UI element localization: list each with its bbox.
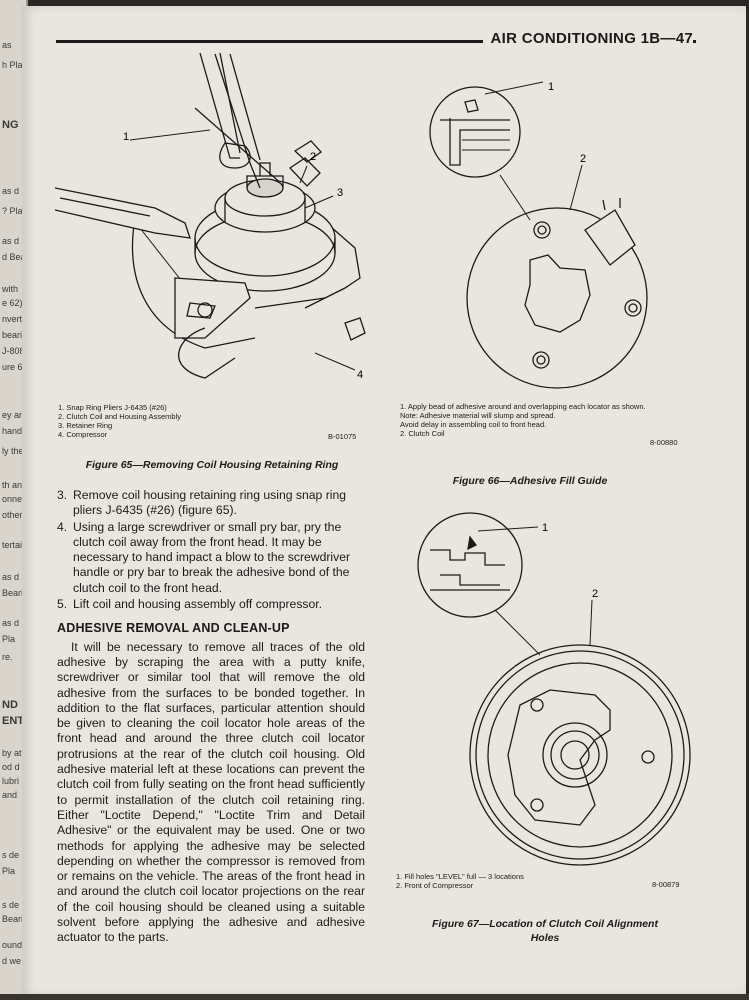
figure-67-code: 8-00879 xyxy=(652,880,680,889)
page-bottom-edge xyxy=(0,994,749,1000)
prev-page-text-fragment: as d xyxy=(2,618,20,628)
prev-page-text-fragment: lubri xyxy=(2,776,20,786)
prev-page-text-fragment: th an xyxy=(2,480,23,490)
fig66-callout-1: 1 xyxy=(548,81,554,93)
prev-page-text-fragment: ey an xyxy=(2,410,25,420)
prev-page-text-fragment: ? Pla xyxy=(2,206,23,216)
step-text: Remove coil housing retaining ring using… xyxy=(73,488,347,518)
figure-67-illustration: 1 2 xyxy=(417,512,691,866)
section-title: ADHESIVE REMOVAL AND CLEAN-UP xyxy=(57,621,290,636)
figure-67-legend: 1. Fill holes "LEVEL" full — 3 locations… xyxy=(396,872,524,890)
figure-67-legend-item: 1. Fill holes "LEVEL" full — 3 locations xyxy=(396,872,524,881)
prev-page-text-fragment: as d xyxy=(2,572,20,582)
prev-page-text-fragment: with xyxy=(2,284,19,294)
figure-66-legend-item: 2. Clutch Coil xyxy=(400,429,445,438)
prev-page-text-fragment: d we xyxy=(2,956,22,966)
page-header-title: AIR CONDITIONING 1B—47 xyxy=(482,30,693,47)
prev-page-text-fragment: s de xyxy=(2,900,20,910)
prev-page-text-fragment: as d xyxy=(2,236,20,246)
prev-page-text-fragment: and xyxy=(2,790,18,800)
figure-67-title-line2: Holes xyxy=(530,932,560,944)
figure-67-title-line1: Figure 67—Location of Clutch Coil Alignm… xyxy=(432,918,658,930)
figure-66-legend-item: 1. Apply bead of adhesive around and ove… xyxy=(400,402,646,411)
prev-page-text-fragment: e 62), xyxy=(2,298,26,308)
prev-page-text-fragment: nverte xyxy=(2,314,28,324)
prev-page-text-fragment: tertain xyxy=(2,540,28,550)
figure-66-title: Figure 66—Adhesive Fill Guide xyxy=(452,475,608,487)
prev-page-text-fragment: handl xyxy=(2,426,25,436)
figure-65-legend-item: 1. Snap Ring Pliers J-6435 (#26) xyxy=(58,403,167,412)
prev-page-text-fragment: h Pla xyxy=(2,60,23,70)
figure-65-legend-item: 2. Clutch Coil and Housing Assembly xyxy=(58,412,181,421)
figure-65-title: Figure 65—Removing Coil Housing Retainin… xyxy=(85,459,339,471)
fig65-callout-4: 4 xyxy=(357,369,363,381)
figure-66-legend-item: Avoid delay in assembling coil to front … xyxy=(400,420,547,429)
figure-66-legend: 1. Apply bead of adhesive around and ove… xyxy=(400,402,646,438)
figure-65-legend-item: 3. Retainer Ring xyxy=(58,421,113,430)
figure-66-illustration: 1 2 xyxy=(429,81,648,389)
section-paragraph: It will be necessary to remove all trace… xyxy=(57,639,365,945)
procedure-step: 5. Lift coil and housing assembly off com… xyxy=(57,597,365,612)
manual-page xyxy=(22,6,746,996)
fig66-callout-2: 2 xyxy=(580,153,586,165)
prev-page-text-fragment: onnec xyxy=(2,494,27,504)
step-number: 5. xyxy=(57,597,68,612)
prev-page-text-fragment: ND xyxy=(2,699,18,711)
step-text: Lift coil and housing assembly off compr… xyxy=(73,597,323,612)
prev-page-text-fragment: ound xyxy=(2,940,23,950)
header-rule xyxy=(56,40,696,43)
prev-page-text-fragment: s de xyxy=(2,850,20,860)
prev-page-text-fragment: re. xyxy=(2,652,13,662)
figure-65-legend: 1. Snap Ring Pliers J-6435 (#26)2. Clutc… xyxy=(58,403,181,439)
prev-page-text-fragment: Beari xyxy=(2,588,24,598)
prev-page-text-fragment: other xyxy=(2,510,23,520)
fig65-callout-3: 3 xyxy=(337,187,343,199)
prev-page-text-fragment: ure 63 xyxy=(2,362,28,372)
fig67-callout-1: 1 xyxy=(542,522,548,534)
figure-65-code: B-01075 xyxy=(328,432,357,441)
prev-page-text-fragment: od d xyxy=(2,762,20,772)
step-text: Using a large screwdriver or small pry b… xyxy=(73,519,351,595)
prev-page-text-fragment: d Bea xyxy=(2,252,26,262)
step-number: 3. xyxy=(57,488,68,502)
figure-67-title: Figure 67—Location of Clutch Coil Alignm… xyxy=(395,917,695,945)
prev-page-text-fragment: ly the xyxy=(2,446,24,456)
prev-page-text-fragment: Pla xyxy=(2,866,16,876)
prev-page-text-fragment: as d xyxy=(2,186,20,196)
procedure-step: 3. Remove coil housing retaining ring usi… xyxy=(57,488,365,519)
prev-page-text-fragment: ENT xyxy=(2,715,24,727)
figure-66-code: 8-00880 xyxy=(650,438,678,447)
prev-page-text-fragment: beari xyxy=(2,330,23,340)
prev-page-text-fragment: Beari xyxy=(2,914,24,924)
prev-page-text-fragment: J-808 xyxy=(2,346,25,356)
figure-67-legend-item: 2. Front of Compressor xyxy=(396,881,474,890)
prev-page-text-fragment: by at xyxy=(2,748,22,758)
figure-66-legend-item: Note: Adhesive material will slump and s… xyxy=(400,411,556,420)
fig67-callout-2: 2 xyxy=(592,588,598,600)
step-number: 4. xyxy=(57,519,68,534)
fig65-callout-2: 2 xyxy=(310,151,316,163)
prev-page-text-fragment: as xyxy=(2,40,12,50)
procedure-text: 3. Remove coil housing retaining ring usi… xyxy=(57,488,365,946)
prev-page-text-fragment: NG xyxy=(2,119,19,131)
prev-page-text-fragment: Pla xyxy=(2,634,16,644)
fig65-callout-1: 1 xyxy=(123,131,129,143)
figure-65-legend-item: 4. Compressor xyxy=(58,430,108,439)
figure-65-illustration: 1 2 3 4 xyxy=(55,52,366,381)
procedure-step: 4. Using a large screwdriver or small pry… xyxy=(57,520,365,596)
